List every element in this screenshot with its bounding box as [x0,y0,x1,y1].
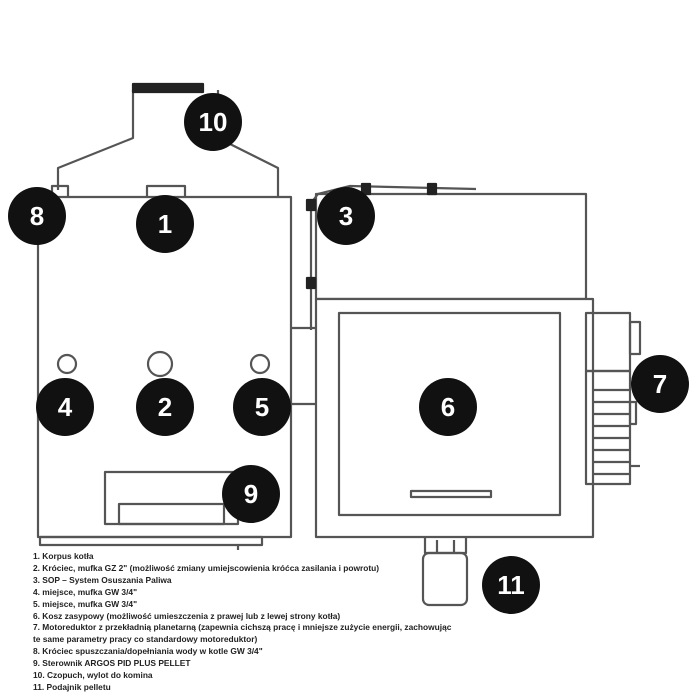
badge-9: 9 [222,465,280,523]
badge-3: 3 [317,187,375,245]
badge-1: 1 [136,195,194,253]
legend-item: 1. Korpus kotła [33,551,94,561]
legend-item: 2. Króciec, mufka GZ 2" (możliwość zmian… [33,562,380,573]
legend: 1. Korpus kotła 2. Króciec, mufka GZ 2" … [33,551,673,694]
legend-item: 6. Kosz zasypowy (możliwość umieszczenia… [33,610,341,621]
legend-item: 7. Motoreduktor z przekładnią planetarną… [33,622,452,633]
flue-outlet [56,82,280,197]
pellet-feeder [421,537,469,607]
legend-item: 9. Sterownik ARGOS PID PLUS PELLET [33,658,191,669]
badge-10: 10 [184,93,242,151]
legend-item: 8. Króciec spuszczania/dopełniania wody … [33,646,263,657]
svg-text:9: 9 [244,479,258,509]
fuel-hopper [314,192,595,539]
legend-item: 3. SOP – System Osuszania Paliwa [33,574,172,585]
badge-11: 11 [482,556,540,614]
svg-text:11: 11 [497,570,525,600]
badge-5: 5 [233,378,291,436]
legend-item: 11. Podajnik pelletu [33,681,111,692]
svg-text:6: 6 [441,392,455,422]
svg-text:1: 1 [158,209,172,239]
badge-2: 2 [136,378,194,436]
svg-text:2: 2 [158,392,172,422]
legend-item: 10. Czopuch, wylot do komina [33,670,153,681]
legend-item: te same parametry pracy co standardowy m… [33,634,258,645]
svg-text:5: 5 [255,392,269,422]
svg-text:10: 10 [199,107,228,137]
badge-4: 4 [36,378,94,436]
svg-text:3: 3 [339,201,353,231]
badge-7: 7 [631,355,689,413]
svg-text:8: 8 [30,201,44,231]
motor-gearbox [584,311,642,486]
svg-text:4: 4 [58,392,73,422]
sop-pipe [305,182,477,330]
svg-text:7: 7 [653,369,667,399]
legend-item: 4. miejsce, mufka GW 3/4" [33,586,138,597]
legend-item: 5. miejsce, mufka GW 3/4" [33,598,138,609]
badge-6: 6 [419,378,477,436]
badge-8: 8 [8,187,66,245]
